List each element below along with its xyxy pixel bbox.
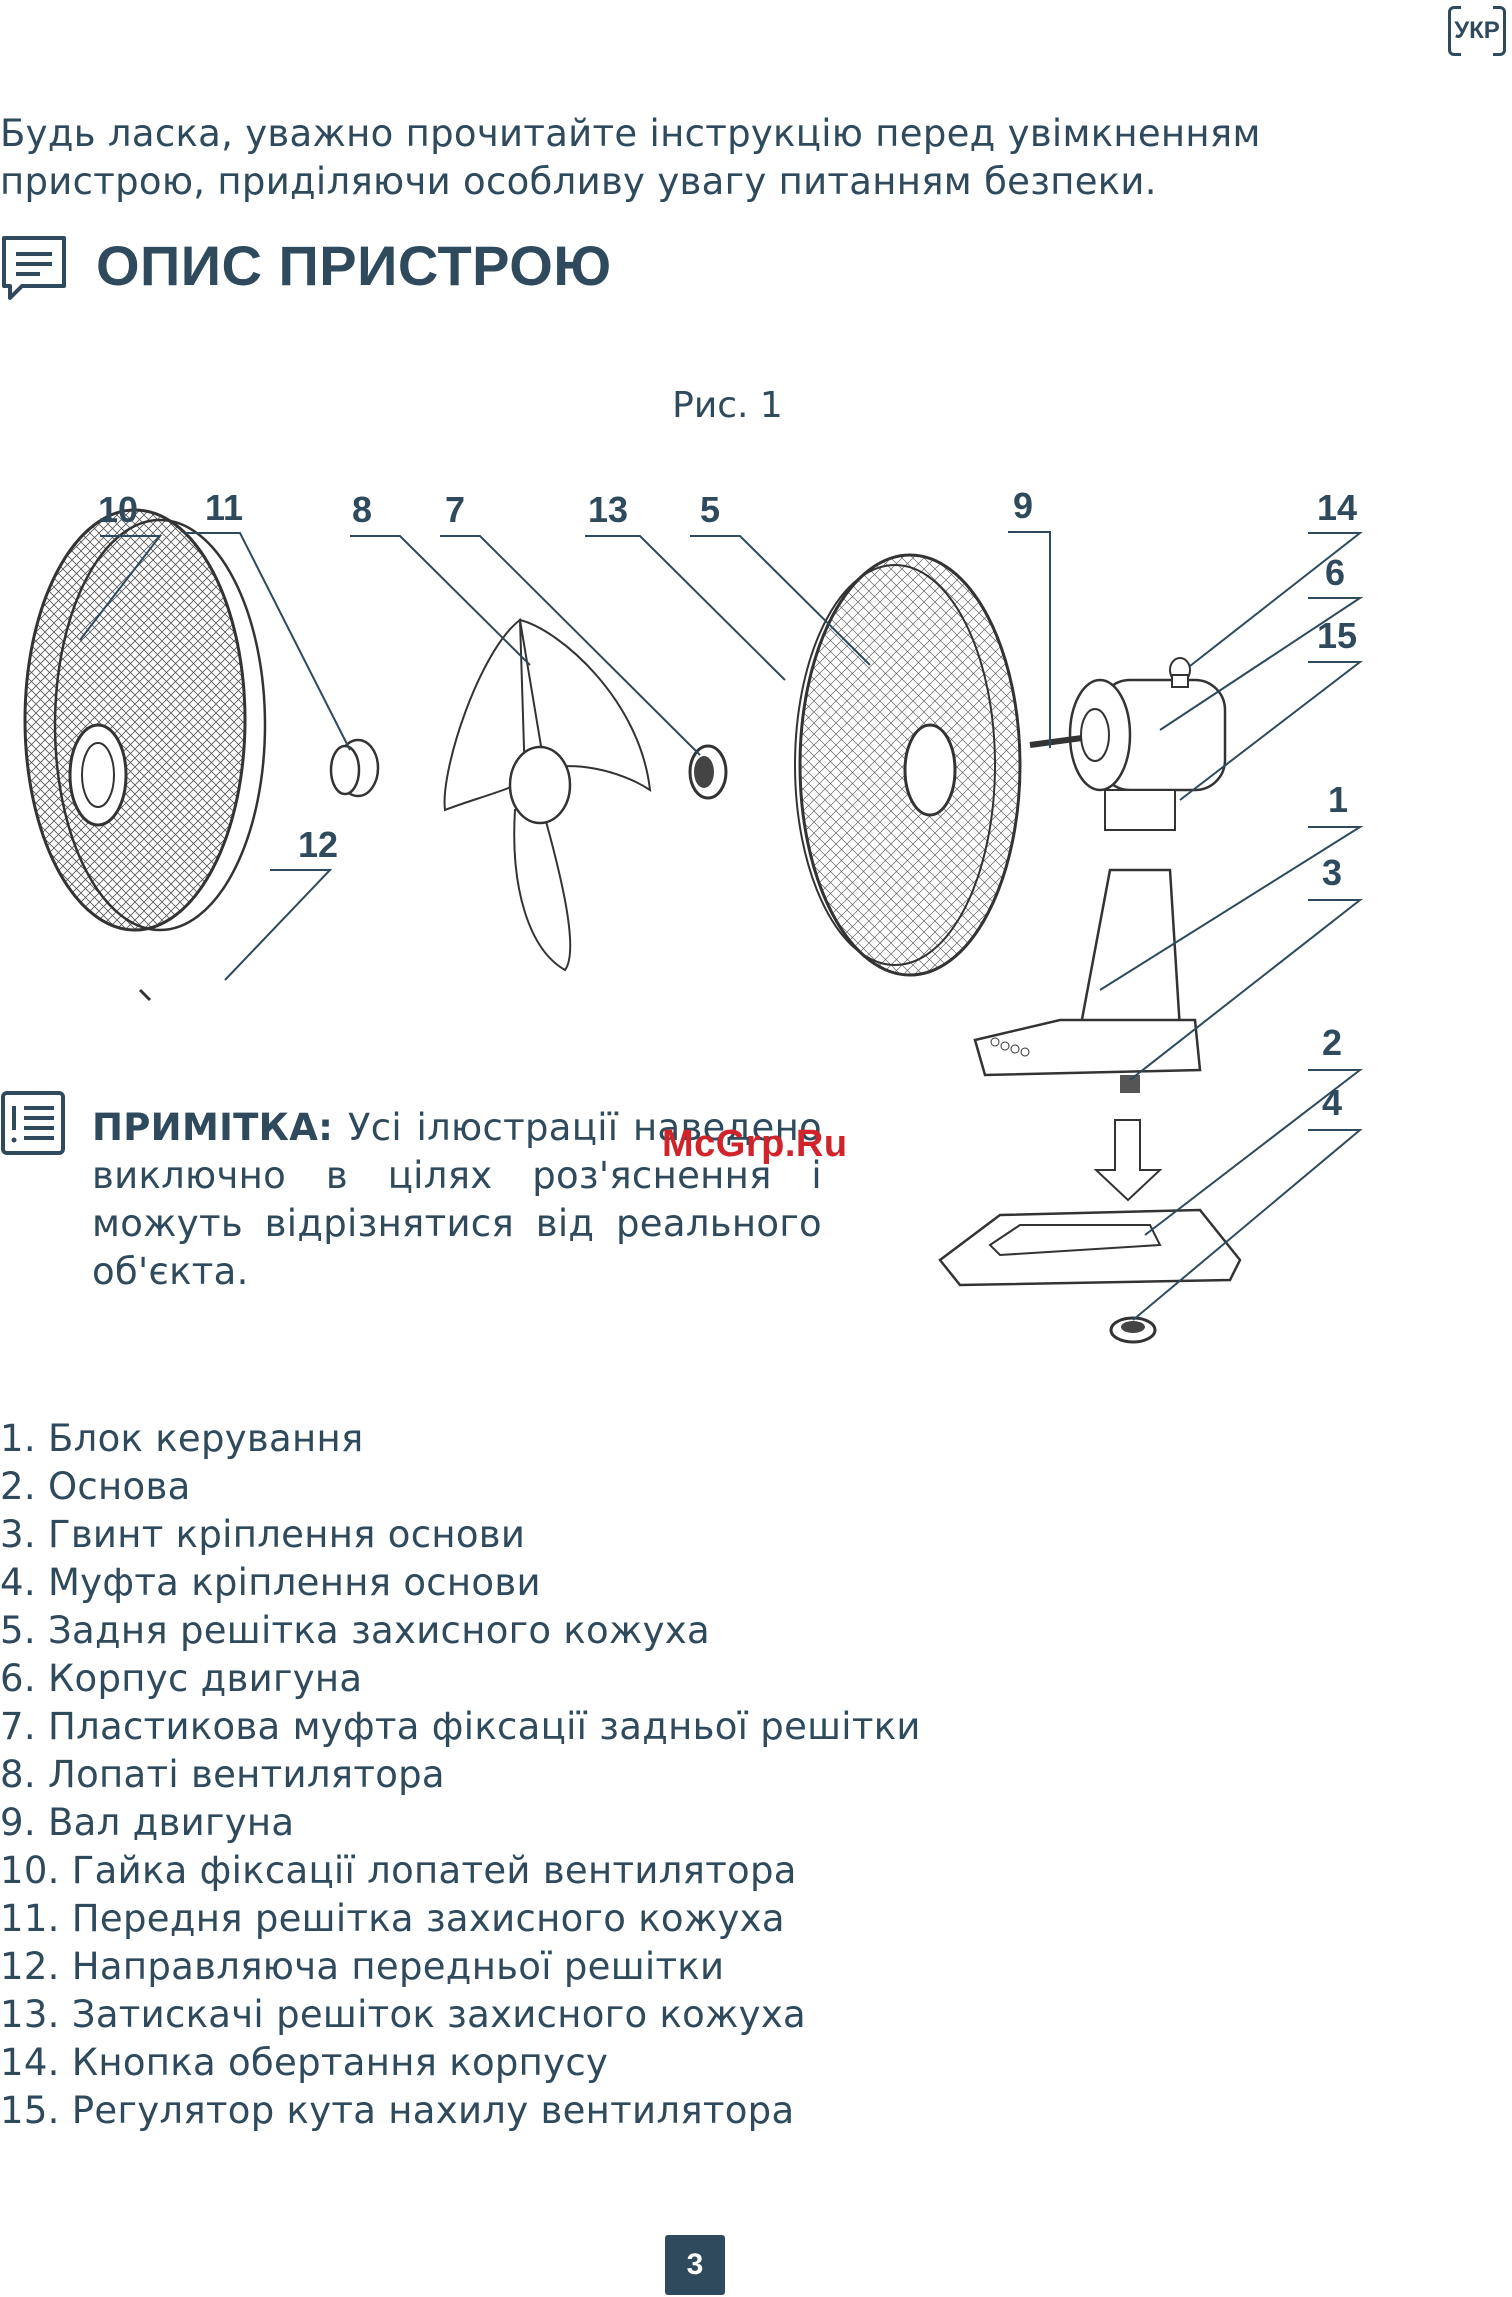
callout-1: 1 xyxy=(1328,779,1348,820)
language-badge-label: УКР xyxy=(1454,17,1500,44)
list-item: 12. Направляюча передньої решітки xyxy=(0,1945,725,1988)
page-number: 3 xyxy=(665,2235,725,2295)
parts-list: 1. Блок керування 2. Основа 3. Гвинт крі… xyxy=(0,1415,921,2135)
callout-5: 5 xyxy=(700,489,720,530)
list-item: 6. Корпус двигуна xyxy=(0,1657,363,1700)
list-item: 13. Затискачі решіток захисного кожуха xyxy=(0,1993,807,2036)
callout-13: 13 xyxy=(588,489,628,530)
list-item: 15. Регулятор кута нахилу вентилятора xyxy=(0,2089,795,2132)
callout-3: 3 xyxy=(1322,852,1342,893)
callout-6: 6 xyxy=(1325,552,1345,593)
note-label: ПРИМІТКА: xyxy=(92,1106,334,1149)
callout-4: 4 xyxy=(1322,1082,1342,1123)
note-paragraph: ПРИМІТКА: Усі ілюстрації наведено виключ… xyxy=(92,1104,822,1296)
list-item: 7. Пластикова муфта фіксації задньої реш… xyxy=(0,1705,921,1748)
callout-14: 14 xyxy=(1317,487,1357,528)
rear-grille-nut xyxy=(688,744,728,800)
message-icon xyxy=(2,236,66,300)
list-item: 2. Основа xyxy=(0,1465,191,1508)
list-item: 14. Кнопка обертання корпусу xyxy=(0,2041,609,2084)
language-badge: УКР xyxy=(1448,5,1506,57)
callout-7: 7 xyxy=(445,489,465,530)
callout-8: 8 xyxy=(352,489,372,530)
list-item: 1. Блок керування xyxy=(0,1417,364,1460)
rear-grille xyxy=(794,553,1022,977)
callout-10: 10 xyxy=(98,489,138,530)
list-item: 4. Муфта кріплення основи xyxy=(0,1561,541,1604)
watermark: McGrp.Ru xyxy=(662,1123,848,1165)
list-item: 11. Передня решітка захисного кожуха xyxy=(0,1897,785,1940)
note-text: Усі ілюстрації наведено виключно в цілях… xyxy=(92,1106,822,1293)
list-item: 10. Гайка фіксації лопатей вентилятора xyxy=(0,1849,797,1892)
list-item: 8. Лопаті вентилятора xyxy=(0,1753,445,1796)
fan-stand xyxy=(973,789,1202,1093)
blade-nut xyxy=(329,738,380,798)
list-icon xyxy=(1,1091,65,1155)
callout-15: 15 xyxy=(1317,615,1357,656)
motor-housing xyxy=(1029,657,1227,792)
figure-caption: Рис. 1 xyxy=(672,385,783,426)
leader-lines xyxy=(79,531,1364,1321)
front-grille xyxy=(23,508,267,1002)
section-title: ОПИС ПРИСТРОЮ xyxy=(96,234,612,297)
list-item: 5. Задня решітка захисного кожуха xyxy=(0,1609,710,1652)
list-item: 9. Вал двигуна xyxy=(0,1801,295,1844)
fan-exploded-diagram: 10 11 8 7 13 5 9 14 6 15 1 3 2 4 12 xyxy=(23,485,1364,1344)
fan-base xyxy=(938,1208,1242,1344)
callout-9: 9 xyxy=(1013,485,1033,526)
callout-2: 2 xyxy=(1322,1022,1342,1063)
callout-11: 11 xyxy=(205,487,243,528)
down-arrow-icon xyxy=(1093,1119,1163,1202)
callout-12: 12 xyxy=(298,824,338,865)
list-item: 3. Гвинт кріплення основи xyxy=(0,1513,526,1556)
intro-text: Будь ласка, уважно прочитайте інструкцію… xyxy=(0,112,1261,203)
fan-blades xyxy=(443,618,652,972)
